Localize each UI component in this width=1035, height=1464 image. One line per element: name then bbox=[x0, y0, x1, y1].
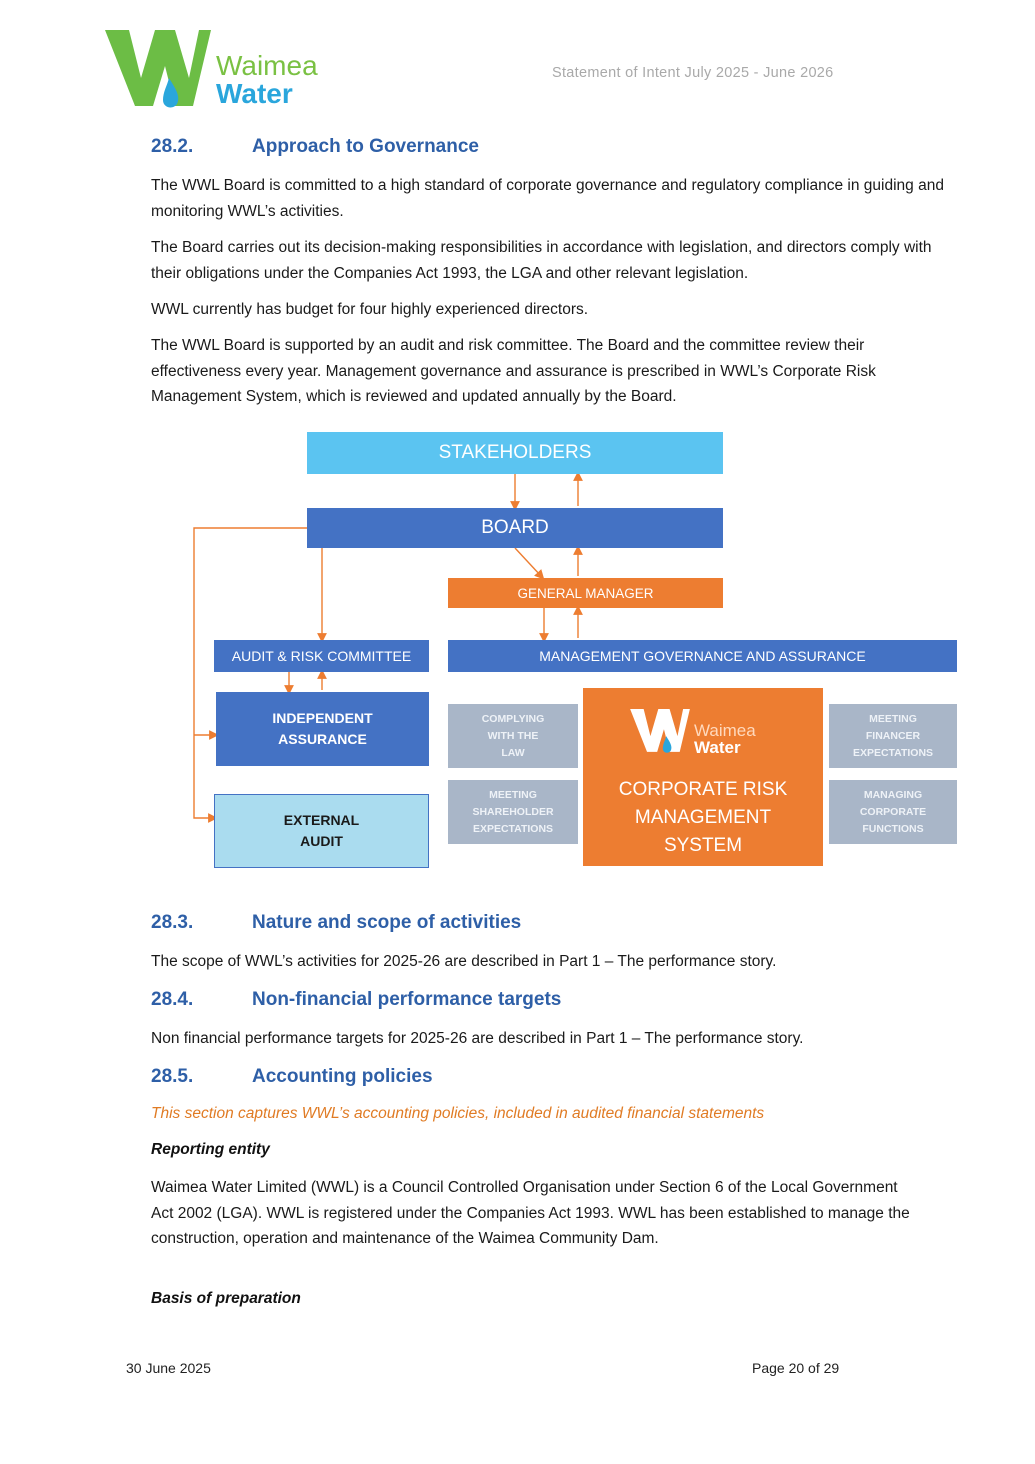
box-line: INDEPENDENT bbox=[272, 710, 373, 726]
box-line: EXPECTATIONS bbox=[852, 746, 934, 759]
stakeholders-box: STAKEHOLDERS bbox=[307, 432, 723, 474]
box-line: MANAGING bbox=[863, 788, 923, 801]
box-line: ASSURANCE bbox=[278, 731, 367, 747]
box-line: MEETING bbox=[489, 788, 537, 801]
diagram-connectors bbox=[193, 471, 583, 823]
crms-logo-waimea: Waimea bbox=[694, 721, 756, 740]
basis-of-preparation-heading: Basis of preparation bbox=[151, 1290, 301, 1307]
crms-title: CORPORATE RISK MANAGEMENT SYSTEM bbox=[583, 776, 823, 860]
complying-with-law-box: COMPLYING WITH THE LAW bbox=[448, 704, 578, 768]
shareholder-expectations-box: MEETING SHAREHOLDER EXPECTATIONS bbox=[448, 780, 578, 844]
audit-risk-committee-box: AUDIT & RISK COMMITTEE bbox=[214, 640, 429, 672]
board-box: BOARD bbox=[307, 508, 723, 548]
document-title: Statement of Intent July 2025 - June 202… bbox=[552, 65, 834, 81]
box-line: EXTERNAL bbox=[283, 812, 360, 828]
logo-text-waimea: Waimea bbox=[216, 50, 318, 81]
section-title: Nature and scope of activities bbox=[252, 912, 522, 933]
paragraph: The WWL Board is supported by an audit a… bbox=[151, 337, 876, 405]
corporate-risk-management-system-box: Waimea Water CORPORATE RISK MANAGEMENT S… bbox=[583, 688, 823, 866]
logo-text-water: Water bbox=[216, 78, 293, 109]
crms-line: MANAGEMENT bbox=[634, 807, 772, 828]
section-title: Accounting policies bbox=[252, 1066, 433, 1087]
reporting-entity-heading: Reporting entity bbox=[151, 1141, 270, 1158]
management-governance-box: MANAGEMENT GOVERNANCE AND ASSURANCE bbox=[448, 640, 957, 672]
box-line: LAW bbox=[501, 746, 525, 759]
financer-expectations-box: MEETING FINANCER EXPECTATIONS bbox=[829, 704, 957, 768]
corporate-functions-box: MANAGING CORPORATE FUNCTIONS bbox=[829, 780, 957, 844]
section-note: This section captures WWL’s accounting p… bbox=[151, 1105, 765, 1122]
box-line: COMPLYING bbox=[481, 712, 545, 725]
logo-w-icon bbox=[105, 30, 211, 108]
section-title: Approach to Governance bbox=[252, 136, 479, 157]
crms-line: CORPORATE RISK bbox=[618, 779, 788, 800]
crms-logo-water: Water bbox=[694, 738, 741, 757]
box-line: CORPORATE bbox=[859, 805, 927, 818]
box-line: EXPECTATIONS bbox=[472, 822, 554, 835]
section-number: 28.3. bbox=[151, 912, 194, 933]
independent-assurance-box: INDEPENDENT ASSURANCE bbox=[216, 692, 429, 766]
paragraph: The scope of WWL’s activities for 2025-2… bbox=[151, 953, 777, 970]
box-line: MEETING bbox=[869, 712, 917, 725]
external-audit-box: EXTERNAL AUDIT bbox=[214, 794, 429, 868]
governance-diagram: STAKEHOLDERS BOARD GENERAL MANAGER AUDIT… bbox=[193, 432, 957, 868]
paragraph: Non financial performance targets for 20… bbox=[151, 1030, 804, 1047]
section-number: 28.4. bbox=[151, 989, 194, 1010]
section-title: Non-financial performance targets bbox=[252, 989, 562, 1010]
box-line: AUDIT bbox=[300, 833, 343, 849]
box-line: FUNCTIONS bbox=[862, 822, 924, 835]
paragraph: The WWL Board is committed to a high sta… bbox=[151, 177, 944, 220]
crms-line: SYSTEM bbox=[663, 835, 743, 856]
footer-date: 30 June 2025 bbox=[126, 1360, 211, 1376]
footer-page-number: Page 20 of 29 bbox=[752, 1360, 840, 1376]
paragraph: The Board carries out its decision-makin… bbox=[151, 239, 932, 282]
box-line: SHAREHOLDER bbox=[472, 805, 554, 818]
general-manager-box: GENERAL MANAGER bbox=[448, 578, 723, 608]
paragraph: Waimea Water Limited (WWL) is a Council … bbox=[151, 1179, 910, 1247]
box-line: FINANCER bbox=[865, 729, 921, 742]
section-number: 28.2. bbox=[151, 136, 194, 157]
section-number: 28.5. bbox=[151, 1066, 194, 1087]
box-line: WITH THE bbox=[487, 729, 539, 742]
waimea-water-logo: Waimea Water bbox=[103, 26, 343, 112]
crms-logo-w-icon bbox=[630, 709, 690, 753]
paragraph: WWL currently has budget for four highly… bbox=[151, 301, 589, 318]
